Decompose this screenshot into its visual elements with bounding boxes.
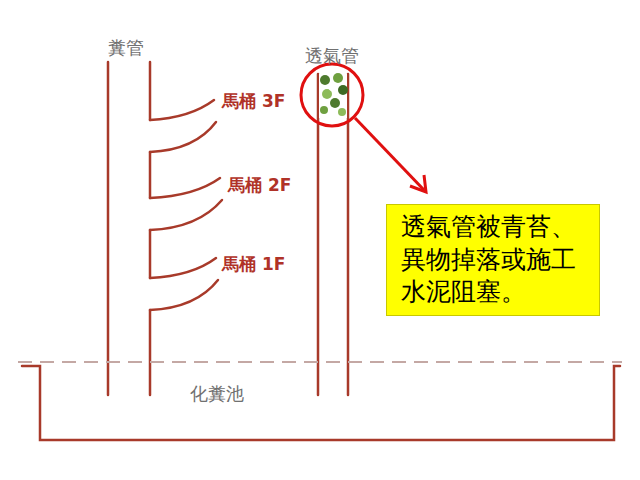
callout-text: 透氣管被青苔、異物掉落或施工水泥阻塞。 bbox=[401, 211, 585, 309]
pipe-name: 糞管 bbox=[108, 38, 144, 58]
callout-box: 透氣管被青苔、異物掉落或施工水泥阻塞。 bbox=[386, 204, 600, 316]
callout-circle bbox=[301, 64, 363, 126]
callout-arrow bbox=[355, 118, 426, 192]
tank-name: 化糞池 bbox=[190, 384, 244, 404]
floor-label: 馬桶 2F bbox=[228, 176, 291, 195]
floor-label: 馬桶 3F bbox=[222, 92, 285, 111]
floor-label: 馬桶 1F bbox=[222, 255, 285, 274]
pipe-name: 透氣管 bbox=[305, 46, 359, 66]
moss-blockage bbox=[319, 73, 348, 118]
